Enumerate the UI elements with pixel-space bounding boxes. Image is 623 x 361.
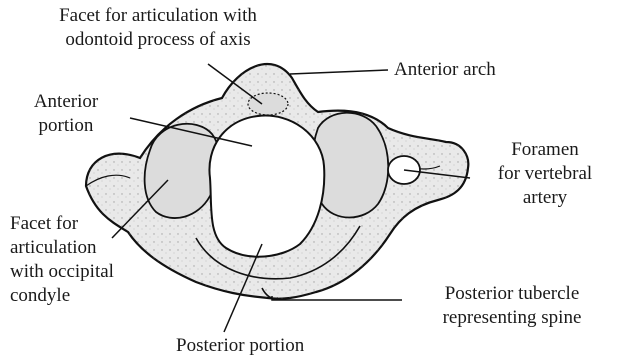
label-anterior-portion: Anterior portion [12, 90, 120, 138]
odontoid-facet [248, 93, 288, 115]
label-anterior-arch: Anterior arch [394, 58, 496, 82]
label-posterior-portion: Posterior portion [176, 334, 304, 358]
label-posterior-tubercle: Posterior tubercle representing spine [404, 282, 620, 330]
label-facet-occipital: Facet for articulation with occipital co… [10, 212, 114, 308]
label-facet-odontoid: Facet for articulation with odontoid pro… [4, 4, 312, 52]
vertebral-canal [209, 116, 324, 257]
leader-anterior-arch [290, 70, 388, 74]
label-foramen: Foramen for vertebral artery [470, 138, 620, 210]
